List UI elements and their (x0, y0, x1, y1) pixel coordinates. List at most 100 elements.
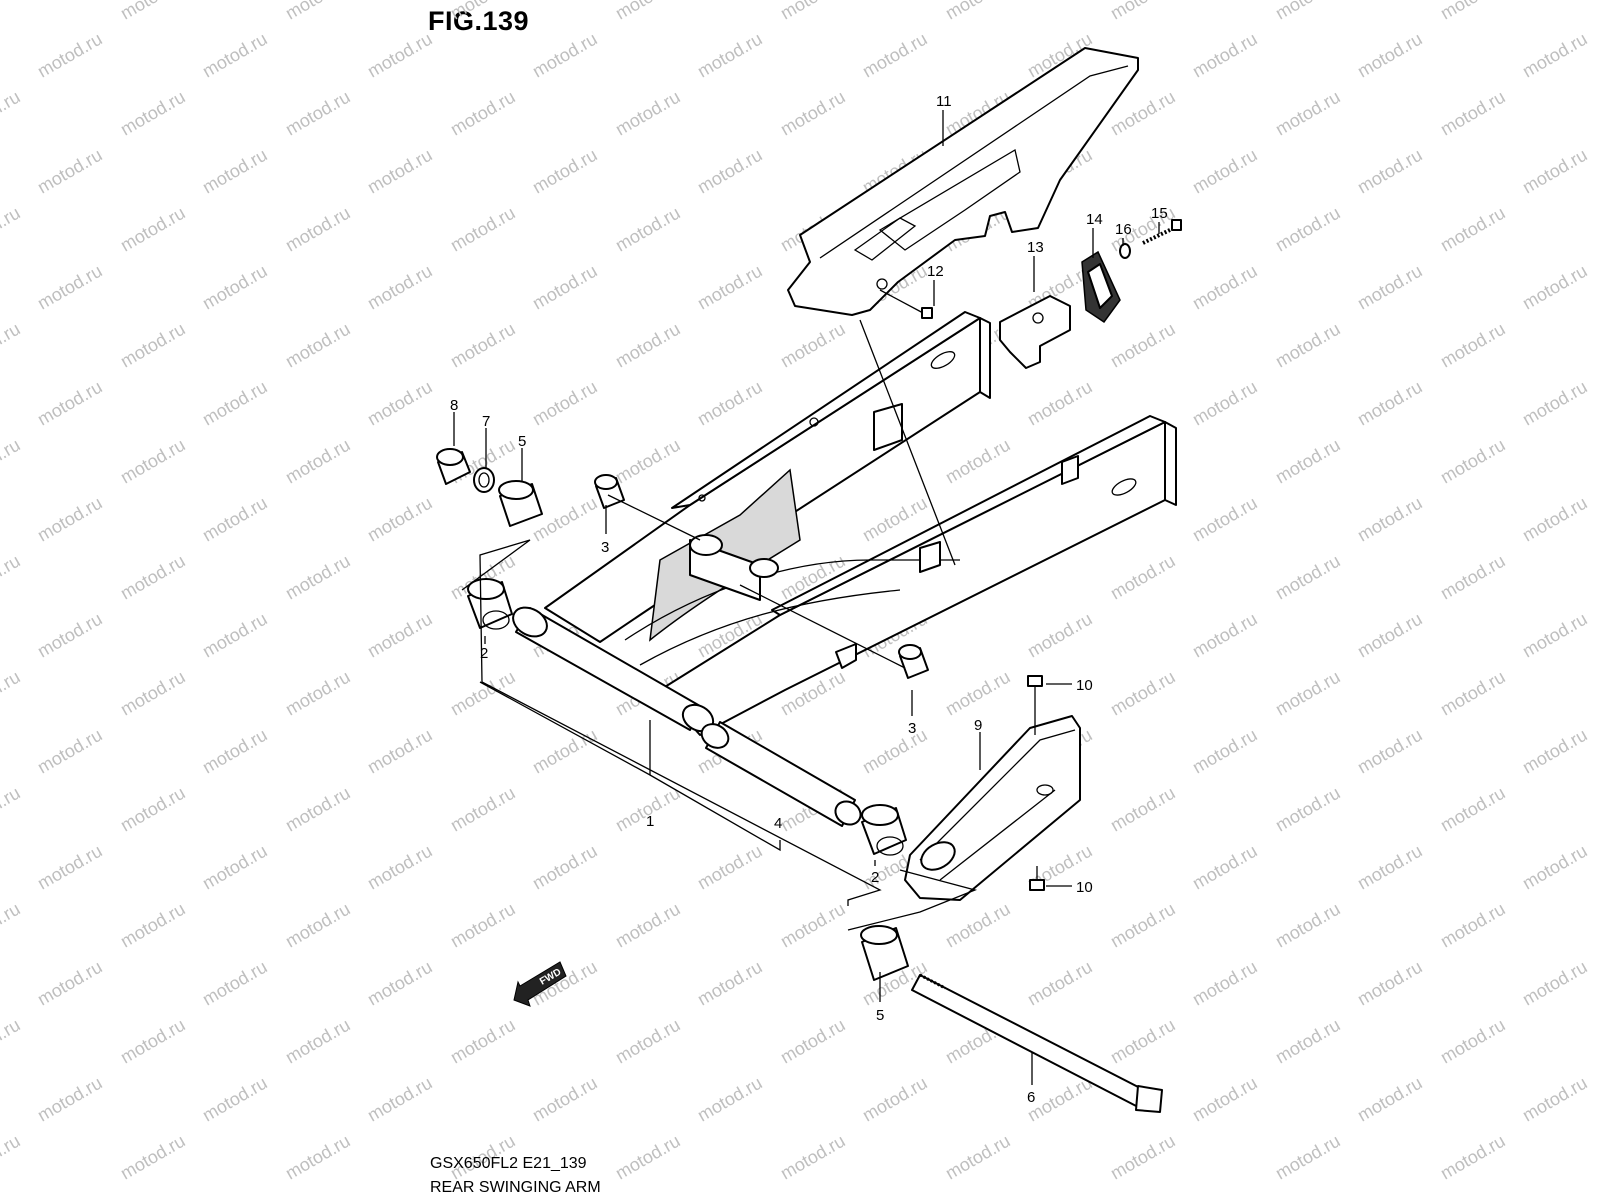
watermark-text: motod.ru (1107, 899, 1179, 952)
watermark-text: motod.ru (364, 957, 436, 1010)
callout-15: 15 (1151, 205, 1168, 222)
watermark-text: motod.ru (694, 377, 766, 430)
watermark-text: motod.ru (364, 261, 436, 314)
watermark-text: motod.ru (364, 145, 436, 198)
watermark-text: motod.ru (34, 493, 106, 546)
watermark-text: motod.ru (447, 1015, 519, 1068)
watermark-text: motod.ru (199, 841, 271, 894)
watermark-text: motod.ru (1272, 1015, 1344, 1068)
swingarm[interactable] (508, 311, 1177, 736)
watermark-text: motod.ru (1024, 609, 1096, 662)
washer[interactable] (473, 467, 495, 493)
watermark-text: motod.ru (117, 0, 189, 23)
watermark-text: motod.ru (612, 87, 684, 140)
watermark-text: motod.ru (447, 87, 519, 140)
watermark-text: motod.ru (1272, 87, 1344, 140)
watermark-text: motod.ru (0, 203, 24, 256)
watermark-text: motod.ru (529, 29, 601, 82)
watermark-text: motod.ru (447, 783, 519, 836)
watermark-text: motod.ru (282, 667, 354, 720)
callout-2-upper: 2 (480, 645, 488, 662)
watermark-text: motod.ru (612, 435, 684, 488)
watermark-text: motod.ru (282, 899, 354, 952)
watermark-text: motod.ru (1272, 783, 1344, 836)
watermark-text: motod.ru (34, 145, 106, 198)
watermark-text: motod.ru (1354, 841, 1426, 894)
chain-guide-bracket[interactable] (999, 295, 1071, 369)
watermark-text: motod.ru (199, 725, 271, 778)
watermark-text: motod.ru (777, 87, 849, 140)
watermark-text: motod.ru (34, 725, 106, 778)
watermark-text: motod.ru (364, 841, 436, 894)
guide-bolt[interactable] (1142, 219, 1182, 245)
watermark-text: motod.ru (364, 725, 436, 778)
watermark-text: motod.ru (0, 435, 24, 488)
pivot-shaft[interactable] (911, 973, 1163, 1113)
watermark-text: motod.ru (1272, 899, 1344, 952)
watermark-text: motod.ru (1519, 145, 1591, 198)
callout-3-left: 3 (601, 539, 609, 556)
watermark-text: motod.ru (282, 87, 354, 140)
callout-7: 7 (482, 413, 490, 430)
watermark-text: motod.ru (1272, 0, 1344, 23)
watermark-text: motod.ru (1107, 319, 1179, 372)
bolt-lower[interactable] (1029, 866, 1045, 891)
watermark-text: motod.ru (34, 377, 106, 430)
watermark-text: motod.ru (117, 87, 189, 140)
watermark-text: motod.ru (1272, 667, 1344, 720)
watermark-text: motod.ru (612, 1015, 684, 1068)
chain-cover[interactable] (787, 47, 1139, 316)
watermark-text: motod.ru (199, 493, 271, 546)
chain-buffer[interactable] (904, 715, 1081, 901)
watermark-text: motod.ru (1189, 261, 1261, 314)
callout-3-right: 3 (908, 720, 916, 737)
watermark-text: motod.ru (1272, 435, 1344, 488)
chain-guide[interactable] (1081, 250, 1121, 324)
bearing-center-left[interactable] (594, 474, 625, 509)
watermark-text: motod.ru (1189, 957, 1261, 1010)
watermark-text: motod.ru (447, 203, 519, 256)
watermark-text: motod.ru (0, 551, 24, 604)
watermark-text: motod.ru (447, 667, 519, 720)
watermark-text: motod.ru (694, 1073, 766, 1126)
watermark-text: motod.ru (777, 1131, 849, 1184)
watermark-text: motod.ru (694, 29, 766, 82)
watermark-text: motod.ru (1189, 493, 1261, 546)
collar-lower[interactable] (860, 925, 909, 981)
bearing-lower[interactable] (861, 804, 907, 856)
watermark-text: motod.ru (1189, 609, 1261, 662)
watermark-text: motod.ru (282, 435, 354, 488)
watermark-text: motod.ru (0, 667, 24, 720)
callout-1: 1 (646, 813, 654, 830)
watermark-text: motod.ru (1107, 1131, 1179, 1184)
collar-upper[interactable] (498, 480, 543, 527)
watermark-text: motod.ru (1437, 1015, 1509, 1068)
watermark-text: motod.ru (1189, 725, 1261, 778)
spacer-tube[interactable] (697, 719, 864, 829)
nut[interactable] (436, 448, 471, 485)
watermark-text: motod.ru (1354, 261, 1426, 314)
cover-screw[interactable] (879, 289, 933, 319)
guide-washer[interactable] (1119, 243, 1131, 259)
watermark-text: motod.ru (1519, 957, 1591, 1010)
watermark-text: motod.ru (117, 203, 189, 256)
watermark-text: motod.ru (1519, 1073, 1591, 1126)
callout-2-lower: 2 (871, 869, 879, 886)
watermark-text: motod.ru (1272, 319, 1344, 372)
bolt-upper[interactable] (1027, 675, 1043, 705)
watermark-text: motod.ru (1107, 551, 1179, 604)
callout-10-lower: 10 (1076, 879, 1093, 896)
bearing-center-right[interactable] (898, 644, 929, 679)
callout-11: 11 (936, 93, 952, 110)
watermark-text: motod.ru (1437, 435, 1509, 488)
bearing-upper-left[interactable] (467, 578, 513, 630)
watermark-text: motod.ru (942, 667, 1014, 720)
watermark-text: motod.ru (117, 435, 189, 488)
watermark-text: motod.ru (1519, 841, 1591, 894)
callout-8: 8 (450, 397, 458, 414)
watermark-text: motod.ru (447, 899, 519, 952)
callout-14: 14 (1086, 211, 1103, 228)
watermark-text: motod.ru (282, 551, 354, 604)
